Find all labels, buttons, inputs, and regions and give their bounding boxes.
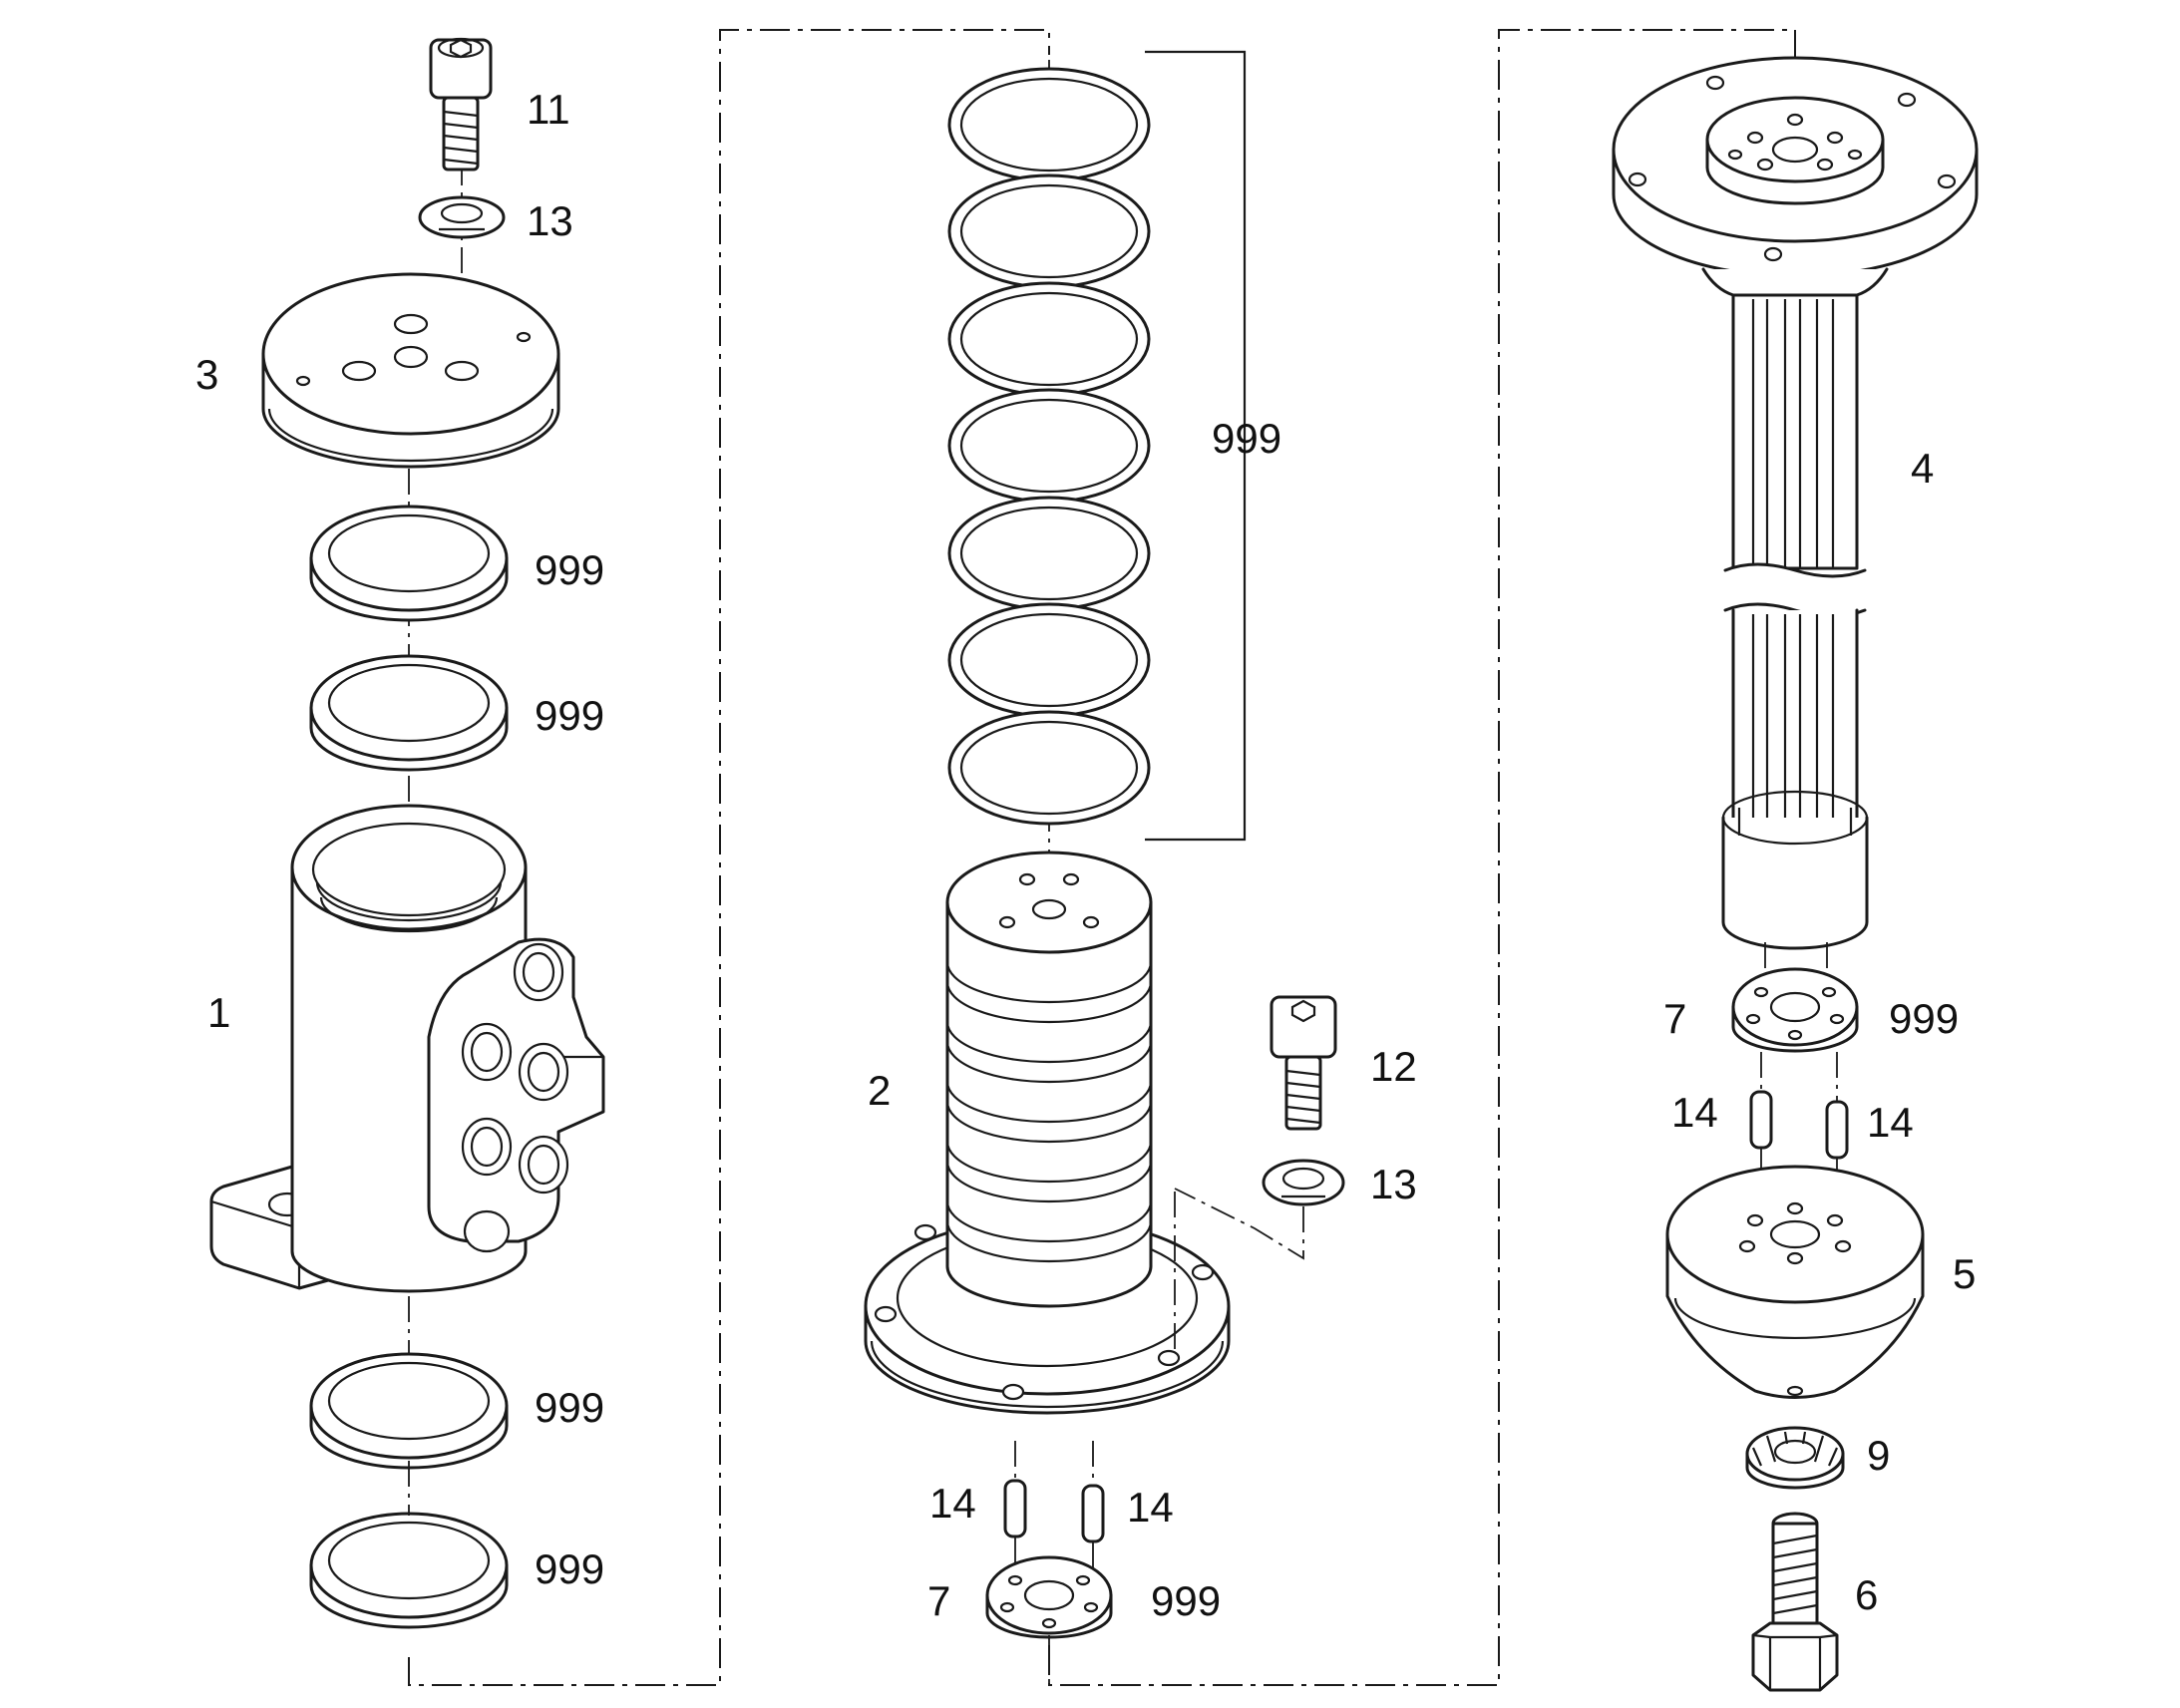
seal-ring-lower-a xyxy=(309,1352,509,1470)
callout-7-right: 7 xyxy=(1663,995,1686,1042)
callout-1: 1 xyxy=(207,989,230,1036)
middle-assembly xyxy=(864,50,1345,1685)
callout-999-b: 999 xyxy=(535,692,604,739)
right-assembly xyxy=(1612,56,1979,1692)
callout-14-left: 14 xyxy=(929,1480,976,1527)
callout-labels: 11 13 3 999 999 1 999 999 999 2 12 13 14… xyxy=(195,86,1976,1624)
callout-999-d: 999 xyxy=(535,1545,604,1592)
callout-4: 4 xyxy=(1911,445,1934,492)
callout-13-mid: 13 xyxy=(1370,1161,1417,1207)
lock-washer-13-mid xyxy=(1262,1159,1345,1206)
callout-999-bracket: 999 xyxy=(1212,415,1281,462)
callout-999-c: 999 xyxy=(535,1384,604,1431)
o-ring-stack xyxy=(947,67,1151,826)
callout-3: 3 xyxy=(195,351,218,398)
callout-14-r1: 14 xyxy=(1671,1089,1718,1136)
distributor-4 xyxy=(1612,56,1979,950)
cover-plate-3 xyxy=(261,272,560,469)
callout-6: 6 xyxy=(1855,1571,1878,1618)
keyed-disc-7-mid xyxy=(985,1555,1113,1639)
callout-14-r2: 14 xyxy=(1867,1099,1914,1146)
keyed-disc-7-right xyxy=(1731,942,1859,1053)
housing-1 xyxy=(209,804,605,1293)
serrated-washer-9 xyxy=(1745,1426,1845,1490)
seal-ring-upper-b xyxy=(309,654,509,772)
group-connector-lines xyxy=(408,29,1796,1686)
callout-999-a: 999 xyxy=(535,546,604,593)
seal-ring-upper-a xyxy=(309,505,509,622)
callout-12: 12 xyxy=(1370,1043,1417,1090)
callout-999-mid: 999 xyxy=(1151,1577,1221,1624)
cap-screw-11 xyxy=(429,37,493,171)
hex-bolt-6 xyxy=(1751,1512,1839,1692)
o-ring-bracket xyxy=(1145,50,1247,842)
lock-washer-13-top xyxy=(418,195,506,239)
rotor-shaft-2 xyxy=(864,851,1231,1415)
callout-9: 9 xyxy=(1867,1432,1890,1479)
callout-7-mid: 7 xyxy=(927,1577,950,1624)
hub-5 xyxy=(1665,1165,1925,1399)
cap-screw-12 xyxy=(1270,995,1337,1131)
callout-13-top: 13 xyxy=(527,197,573,244)
left-assembly xyxy=(209,37,605,1629)
seal-ring-lower-b xyxy=(309,1512,509,1629)
callout-5: 5 xyxy=(1953,1250,1976,1297)
callout-999-right: 999 xyxy=(1889,995,1959,1042)
callout-14-right: 14 xyxy=(1127,1484,1174,1531)
callout-2: 2 xyxy=(868,1067,891,1114)
callout-11: 11 xyxy=(527,86,570,133)
